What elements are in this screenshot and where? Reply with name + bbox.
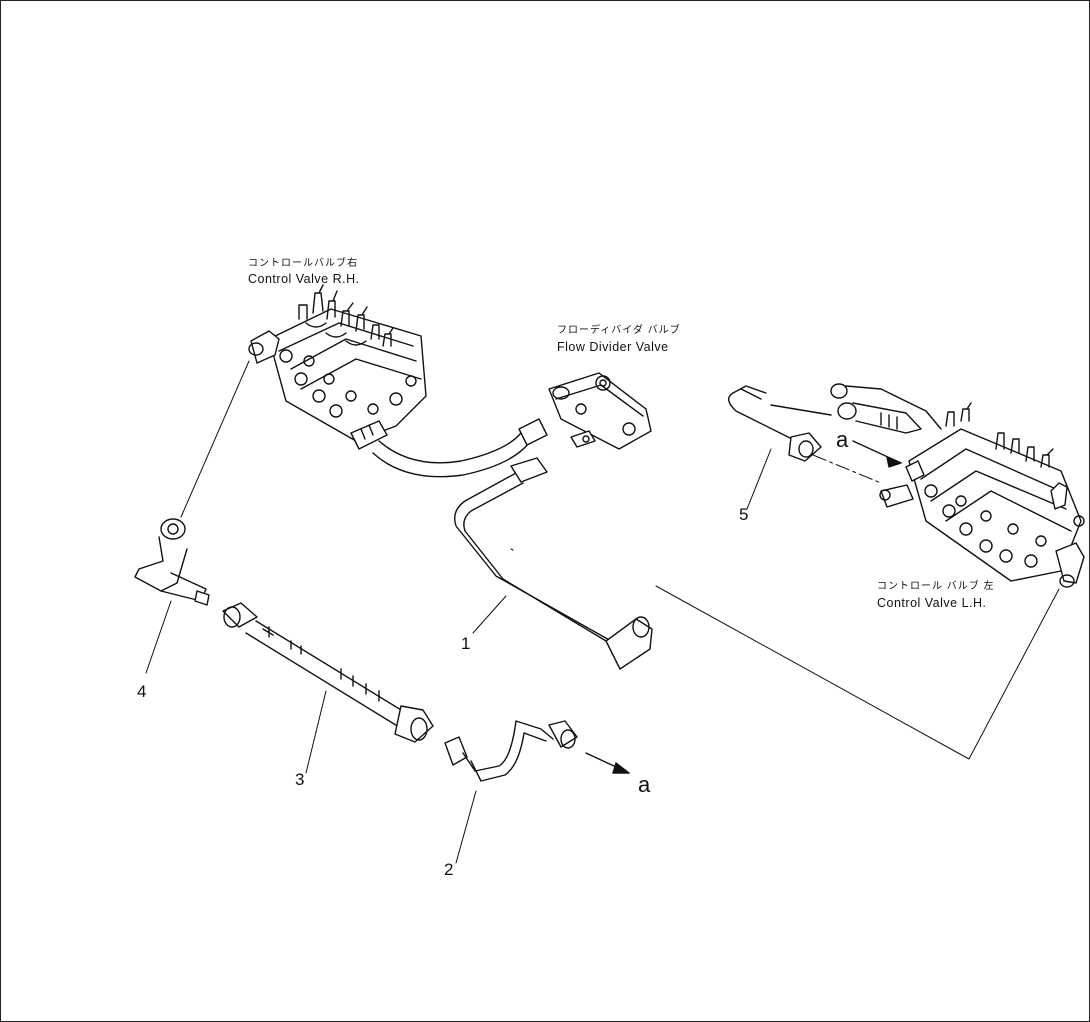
connection-mark-a-top: a xyxy=(836,427,849,452)
part-number-1: 1 xyxy=(461,634,471,653)
flow-divider-jp-label: フローディバイダ バルブ xyxy=(557,325,681,336)
part-number-2: 2 xyxy=(444,860,454,879)
control-valve-rh-jp-label: コントロールバルブ右 xyxy=(248,258,358,269)
stray-mark xyxy=(510,548,514,551)
hose-3 xyxy=(222,602,434,743)
elbow-4 xyxy=(134,518,210,606)
pipe-2 xyxy=(444,720,630,782)
arrowhead-a-lh xyxy=(886,456,902,468)
control-valve-rh xyxy=(248,284,427,450)
flow-divider-label: Flow Divider Valve xyxy=(557,340,669,354)
pipe-1 xyxy=(453,457,653,670)
control-valve-lh xyxy=(879,402,1085,588)
part-number-4: 4 xyxy=(137,682,147,701)
control-valve-rh-label: Control Valve R.H. xyxy=(248,272,360,286)
pipe-5 xyxy=(728,385,822,462)
connection-mark-a-bottom: a xyxy=(638,772,651,797)
flow-divider-valve xyxy=(548,372,652,450)
part-number-3: 3 xyxy=(295,770,305,789)
control-valve-lh-label: Control Valve L.H. xyxy=(877,596,987,610)
hose-rh-to-flow-divider xyxy=(372,418,548,478)
part-number-5: 5 xyxy=(739,505,749,524)
lh-exploded-fittings xyxy=(770,383,942,434)
control-valve-lh-jp-label: コントロール バルブ 左 xyxy=(877,581,995,592)
leader-lines xyxy=(145,360,1060,864)
